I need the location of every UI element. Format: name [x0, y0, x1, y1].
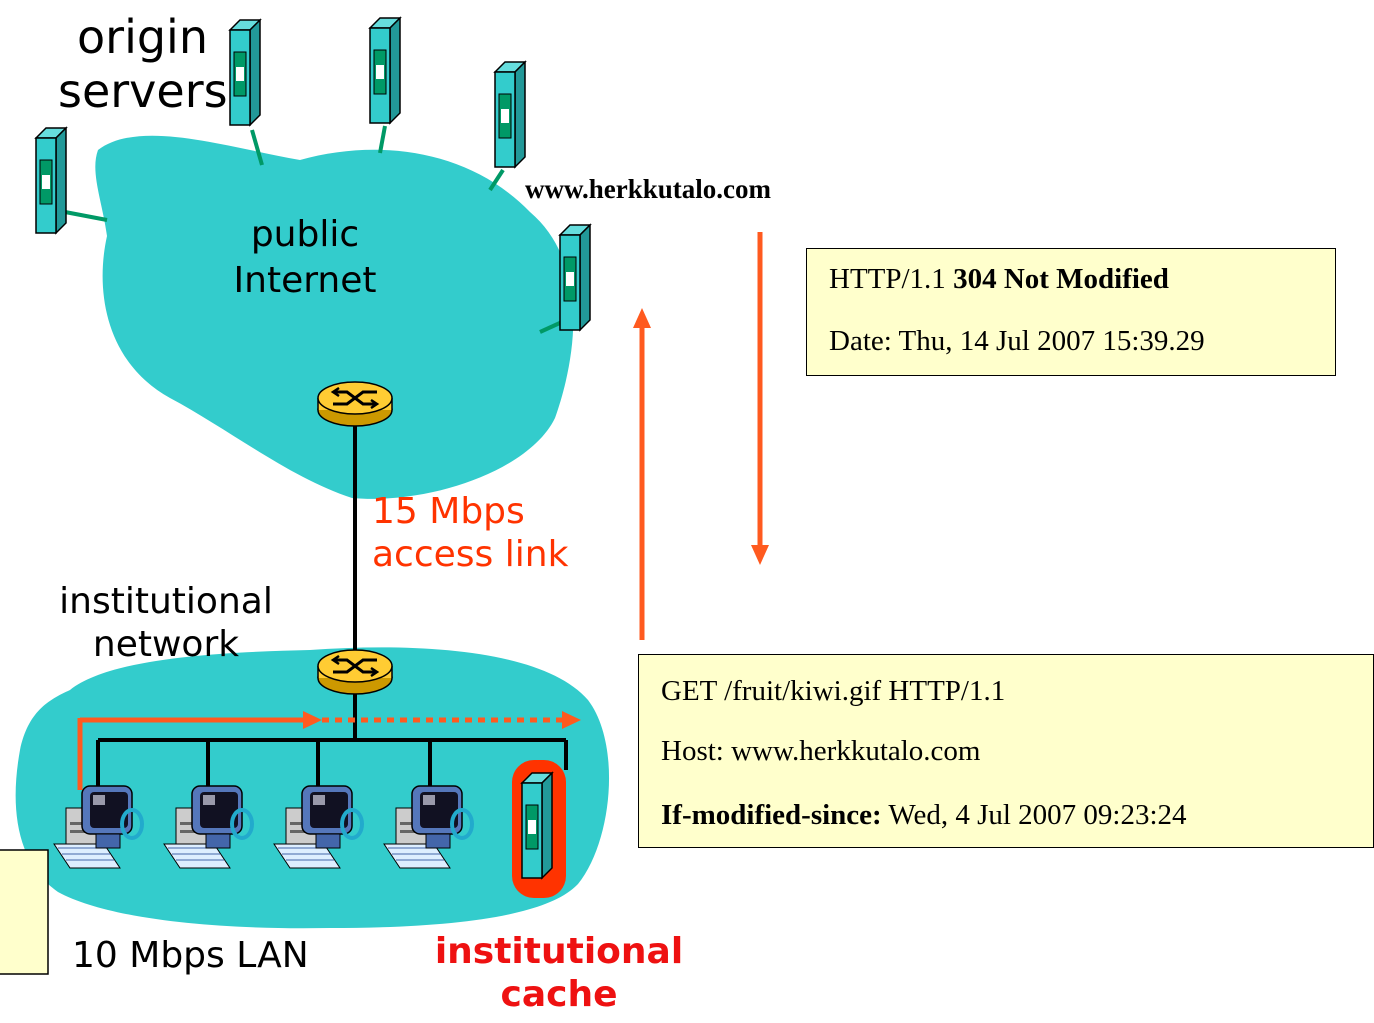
response-version: HTTP/1.1: [829, 263, 954, 295]
lan-label: 10 Mbps LAN: [72, 935, 309, 976]
public-internet-label-line1: public: [250, 214, 360, 255]
origin-server-icon: [369, 17, 401, 124]
institutional-network-label-line2: network: [92, 624, 240, 666]
server-links: [64, 125, 563, 334]
institutional-cache-label: institutional cache: [418, 930, 700, 1016]
request-arrow-up: [633, 308, 651, 640]
institutional-network-label-line1: institutional: [59, 581, 273, 622]
server-hostname-label: www.herkkutalo.com: [525, 174, 772, 204]
institutional-cache-label-line2: cache: [500, 974, 618, 1016]
http-response-box: HTTP/1.1 304 Not Modified Date: Thu, 14 …: [806, 248, 1336, 376]
request-host-line: Host: www.herkkutalo.com: [661, 735, 981, 767]
access-link-label-line1: 15 Mbps: [372, 491, 525, 532]
response-status-line: HTTP/1.1 304 Not Modified: [829, 265, 1169, 294]
request-line: GET /fruit/kiwi.gif HTTP/1.1: [661, 675, 1006, 707]
origin-server-icon: [494, 61, 526, 168]
partial-note-box: [0, 849, 49, 975]
lan-request-arrow: [77, 711, 581, 790]
origin-servers-label-line1: origin: [77, 10, 208, 64]
access-link-label-line2: access link: [372, 534, 569, 576]
public-internet-label-line2: Internet: [233, 260, 377, 302]
origin-server-icon: [35, 127, 67, 234]
if-modified-since-value: Wed, 4 Jul 2007 09:23:24: [881, 799, 1187, 831]
public-internet-cloud: [95, 135, 574, 499]
herkkutalo-server-icon: [559, 224, 591, 331]
public-internet-label: public Internet: [200, 212, 410, 304]
cache-server-icon: [521, 772, 553, 879]
origin-server-icon: [229, 19, 261, 126]
if-modified-since-header: If-modified-since:: [661, 799, 882, 831]
lan-bus: [96, 686, 568, 790]
origin-servers-label: origin servers: [58, 10, 228, 119]
response-status: 304 Not Modified: [953, 263, 1169, 295]
institutional-router-icon: [316, 648, 394, 696]
request-if-modified-line: If-modified-since: Wed, 4 Jul 2007 09:23…: [661, 801, 1187, 830]
http-request-box: GET /fruit/kiwi.gif HTTP/1.1 Host: www.h…: [638, 654, 1374, 848]
institutional-cache-label-line1: institutional: [434, 931, 684, 972]
response-date-line: Date: Thu, 14 Jul 2007 15:39.29: [829, 325, 1205, 357]
internet-router-icon: [316, 380, 394, 428]
access-link-label: 15 Mbps access link: [372, 490, 568, 576]
origin-servers-label-line2: servers: [58, 64, 228, 119]
response-arrow-down: [751, 232, 769, 565]
institutional-network-label: institutional network: [45, 580, 287, 666]
